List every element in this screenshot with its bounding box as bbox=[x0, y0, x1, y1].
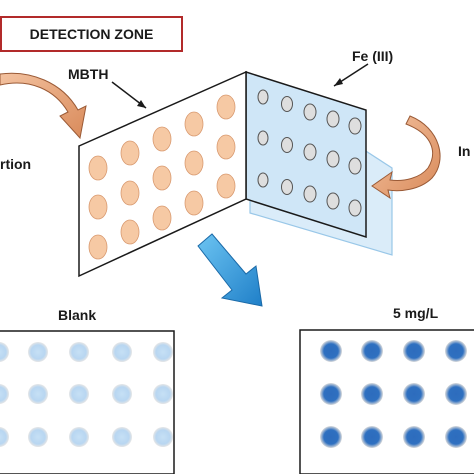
result-spot bbox=[361, 340, 383, 362]
result-spot bbox=[403, 340, 425, 362]
fe-spot bbox=[257, 130, 269, 146]
down-arrow-icon bbox=[197, 233, 263, 307]
mbth-spot bbox=[216, 173, 236, 199]
detection-zone-box: DETECTION ZONE bbox=[0, 16, 183, 52]
result-spot bbox=[445, 340, 467, 362]
result-spot bbox=[403, 426, 425, 448]
blank-spot bbox=[0, 384, 9, 404]
blank-spot bbox=[153, 384, 173, 404]
fe-label: Fe (III) bbox=[352, 48, 393, 64]
fe-spot bbox=[326, 150, 340, 168]
blank-spot bbox=[28, 427, 48, 447]
blank-label: Blank bbox=[58, 307, 96, 323]
blank-spot bbox=[112, 384, 132, 404]
fe-spot bbox=[281, 137, 293, 153]
blank-spot bbox=[153, 427, 173, 447]
blank-spot bbox=[28, 342, 48, 362]
blank-spot bbox=[69, 427, 89, 447]
fe-spot bbox=[326, 110, 340, 128]
blank-spot bbox=[112, 427, 132, 447]
result-spot bbox=[361, 383, 383, 405]
detection-zone-label: DETECTION ZONE bbox=[29, 26, 154, 42]
right-cut-label: In bbox=[458, 143, 470, 159]
curved-arrow-icon bbox=[371, 115, 441, 200]
fe-spot bbox=[348, 199, 362, 217]
blank-spot bbox=[28, 384, 48, 404]
blank-spot bbox=[0, 342, 9, 362]
fe-spot bbox=[326, 192, 340, 210]
fe-spot bbox=[303, 143, 317, 161]
mbth-spots bbox=[88, 94, 236, 260]
mbth-pointer-head bbox=[137, 100, 146, 108]
fe-spots bbox=[257, 89, 362, 217]
fe-pointer-head bbox=[334, 78, 343, 86]
mbth-spot bbox=[120, 180, 140, 206]
fe-spot bbox=[281, 96, 293, 112]
fe-spot bbox=[303, 185, 317, 203]
result-spot bbox=[445, 426, 467, 448]
mbth-spot bbox=[88, 194, 108, 220]
blank-spots bbox=[0, 342, 173, 447]
blank-spot bbox=[153, 342, 173, 362]
mbth-spot bbox=[184, 190, 204, 216]
mbth-spot bbox=[120, 140, 140, 166]
blank-spot bbox=[69, 384, 89, 404]
mbth-spot bbox=[184, 150, 204, 176]
result-spot bbox=[361, 426, 383, 448]
mbth-spot bbox=[120, 219, 140, 245]
blank-spot bbox=[69, 342, 89, 362]
result-spot bbox=[320, 340, 342, 362]
mbth-spot bbox=[152, 205, 172, 231]
curved-arrow-icon bbox=[0, 72, 87, 140]
blank-spot bbox=[0, 427, 9, 447]
result-spot bbox=[403, 383, 425, 405]
mbth-spot bbox=[216, 94, 236, 120]
result-spot bbox=[320, 383, 342, 405]
blank-spot bbox=[112, 342, 132, 362]
fe-spot bbox=[281, 179, 293, 195]
mbth-spot bbox=[184, 111, 204, 137]
mbth-spot bbox=[88, 155, 108, 181]
result-spot bbox=[320, 426, 342, 448]
mbth-label: MBTH bbox=[68, 66, 108, 82]
mbth-spot bbox=[88, 234, 108, 260]
fe-spot bbox=[257, 89, 269, 105]
fe-spot bbox=[303, 103, 317, 121]
mbth-spot bbox=[152, 126, 172, 152]
fe-spot bbox=[348, 117, 362, 135]
concentration-label: 5 mg/L bbox=[393, 305, 439, 321]
left-cut-label: rtion bbox=[0, 156, 31, 172]
fe-spot bbox=[257, 172, 269, 188]
result-spot bbox=[445, 383, 467, 405]
result-spots bbox=[320, 340, 467, 448]
mbth-spot bbox=[216, 134, 236, 160]
fe-spot bbox=[348, 157, 362, 175]
mbth-spot bbox=[152, 165, 172, 191]
